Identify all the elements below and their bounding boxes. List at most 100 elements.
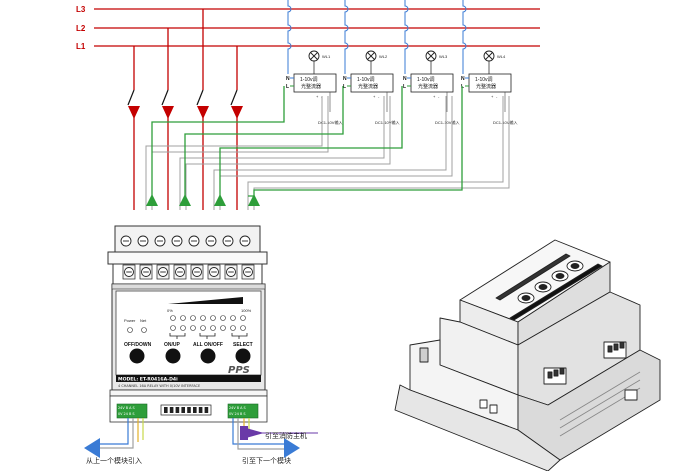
relay-module: 0% 100% Power Net OFF/DOWN ON/UP ALL ON/… — [107, 225, 268, 423]
dimmer-input-label: DC1-10V输入 — [318, 119, 342, 125]
channel-led — [220, 315, 226, 321]
minus-label: - — [496, 94, 498, 99]
channel-led — [240, 315, 246, 321]
button-label-off-down: OFF/DOWN — [124, 342, 152, 348]
channel-led — [210, 325, 216, 331]
annotation-to-fire: 引至消防主机 — [265, 431, 307, 440]
bus-left-top-label: 24V B A S — [118, 406, 135, 410]
channel-led — [170, 325, 176, 331]
plus-label: + — [373, 94, 376, 99]
module-3d-view — [394, 239, 661, 471]
dimmer-box — [410, 73, 454, 93]
channel-led — [220, 325, 226, 331]
neutral-label: N — [343, 76, 347, 82]
live-label: L — [403, 84, 406, 90]
fire-link-wire — [240, 426, 248, 440]
brand-logo: PPS — [228, 365, 250, 376]
plus-label: + — [491, 94, 494, 99]
neutral-label: N — [286, 76, 290, 82]
lamp-label: WL3 — [439, 54, 448, 59]
dimmer-name-line1: 1-10v调 — [417, 76, 435, 83]
channel-led — [190, 315, 196, 321]
button-label-select: SELECT — [233, 342, 253, 348]
dimmer-input-label: DC1-10V输入 — [375, 119, 399, 125]
model-strip — [116, 375, 261, 382]
lamp-label: WL2 — [379, 54, 388, 59]
line-label-l3: L3 — [76, 5, 86, 14]
channel-led — [170, 315, 176, 321]
live-label: L — [286, 84, 289, 90]
channel-led — [210, 315, 216, 321]
switch-contacts — [127, 89, 243, 116]
channel-led — [240, 325, 246, 331]
select-button[interactable] — [235, 348, 251, 364]
dimmer-name-line2: 光整流器 — [358, 83, 378, 90]
pct-min-label: 0% — [167, 308, 173, 313]
button-label-on-up: ON/UP — [164, 342, 181, 348]
dimmer-feed-wires — [287, 0, 467, 74]
top-terminal-screws — [120, 235, 251, 247]
load-arrows — [146, 194, 260, 206]
load-wires — [151, 86, 463, 198]
annotation-from-previous: 从上一个模块引入 — [86, 456, 142, 465]
dimmer-name-line2: 光整流器 — [301, 83, 321, 90]
annotation-to-next: 引至下一个模块 — [242, 456, 291, 465]
bus-in-arrow — [84, 438, 100, 458]
neutral-label: N — [461, 76, 465, 82]
top-terminal-block — [114, 225, 261, 255]
line-label-l1: L1 — [76, 42, 86, 51]
level-ramp — [168, 297, 243, 304]
model-description: 4 CHANNEL 16A RELAY WITH 0/10V INTERFACE — [118, 384, 200, 388]
phase-lines: L3 L2 L1 — [76, 5, 540, 51]
bus-out-arrow — [284, 438, 300, 458]
dimmer-name-line2: 光整流器 — [476, 83, 496, 90]
plus-label: + — [433, 94, 436, 99]
dimmer-box — [350, 73, 394, 93]
channel-led — [200, 325, 206, 331]
line-label-l2: L2 — [76, 24, 86, 33]
dimmer-name-line1: 1-10v调 — [300, 76, 318, 83]
lamp-label: WL4 — [497, 54, 506, 59]
dimmer-input-label: DC1-10V输入 — [493, 119, 517, 125]
bus-connector-right[interactable] — [227, 403, 259, 419]
bus-right-bottom-label: 0V 24 B S — [229, 412, 246, 416]
neutral-label: N — [403, 76, 407, 82]
dip-switch[interactable] — [160, 404, 212, 416]
minus-label: - — [378, 94, 380, 99]
live-label: L — [343, 84, 346, 90]
dimmer-input-label: DC1-10V输入 — [435, 119, 459, 125]
dimmer-name-line1: 1-10v调 — [357, 76, 375, 83]
dimmer-units: WL11-10v调光整流器NL+-DC1-10V输入WL21-10v调光整流器N… — [286, 50, 517, 125]
dimmer-box — [293, 73, 337, 93]
channel-led — [230, 315, 236, 321]
channel-led — [200, 315, 206, 321]
bus-wiring — [95, 418, 290, 450]
bus-right-top-label: 24V B A S — [229, 406, 246, 410]
minus-label: - — [438, 94, 440, 99]
power-label: Power — [124, 318, 136, 323]
power-led — [127, 327, 133, 333]
pct-max-label: 100% — [241, 308, 252, 313]
bus-connector-left[interactable] — [116, 403, 148, 419]
net-led — [141, 327, 147, 333]
button-label-all-on-off: ALL ON/OFF — [193, 342, 223, 348]
channel-led — [190, 325, 196, 331]
on-up-button[interactable] — [165, 348, 181, 364]
mid-terminal-screws — [122, 264, 255, 280]
dimmer-box — [468, 73, 512, 93]
dimmer-name-line1: 1-10v调 — [475, 76, 493, 83]
off-down-button[interactable] — [129, 348, 145, 364]
lamp-label: WL1 — [322, 54, 331, 59]
group-brackets — [169, 333, 248, 339]
channel-led — [180, 315, 186, 321]
model-label: MODEL: ET-R0416A-D4i — [118, 377, 178, 383]
all-on-off-button[interactable] — [200, 348, 216, 364]
channel-led — [230, 325, 236, 331]
phase-arrows — [128, 106, 243, 119]
bus-left-bottom-label: 0V 24 B S — [118, 412, 135, 416]
